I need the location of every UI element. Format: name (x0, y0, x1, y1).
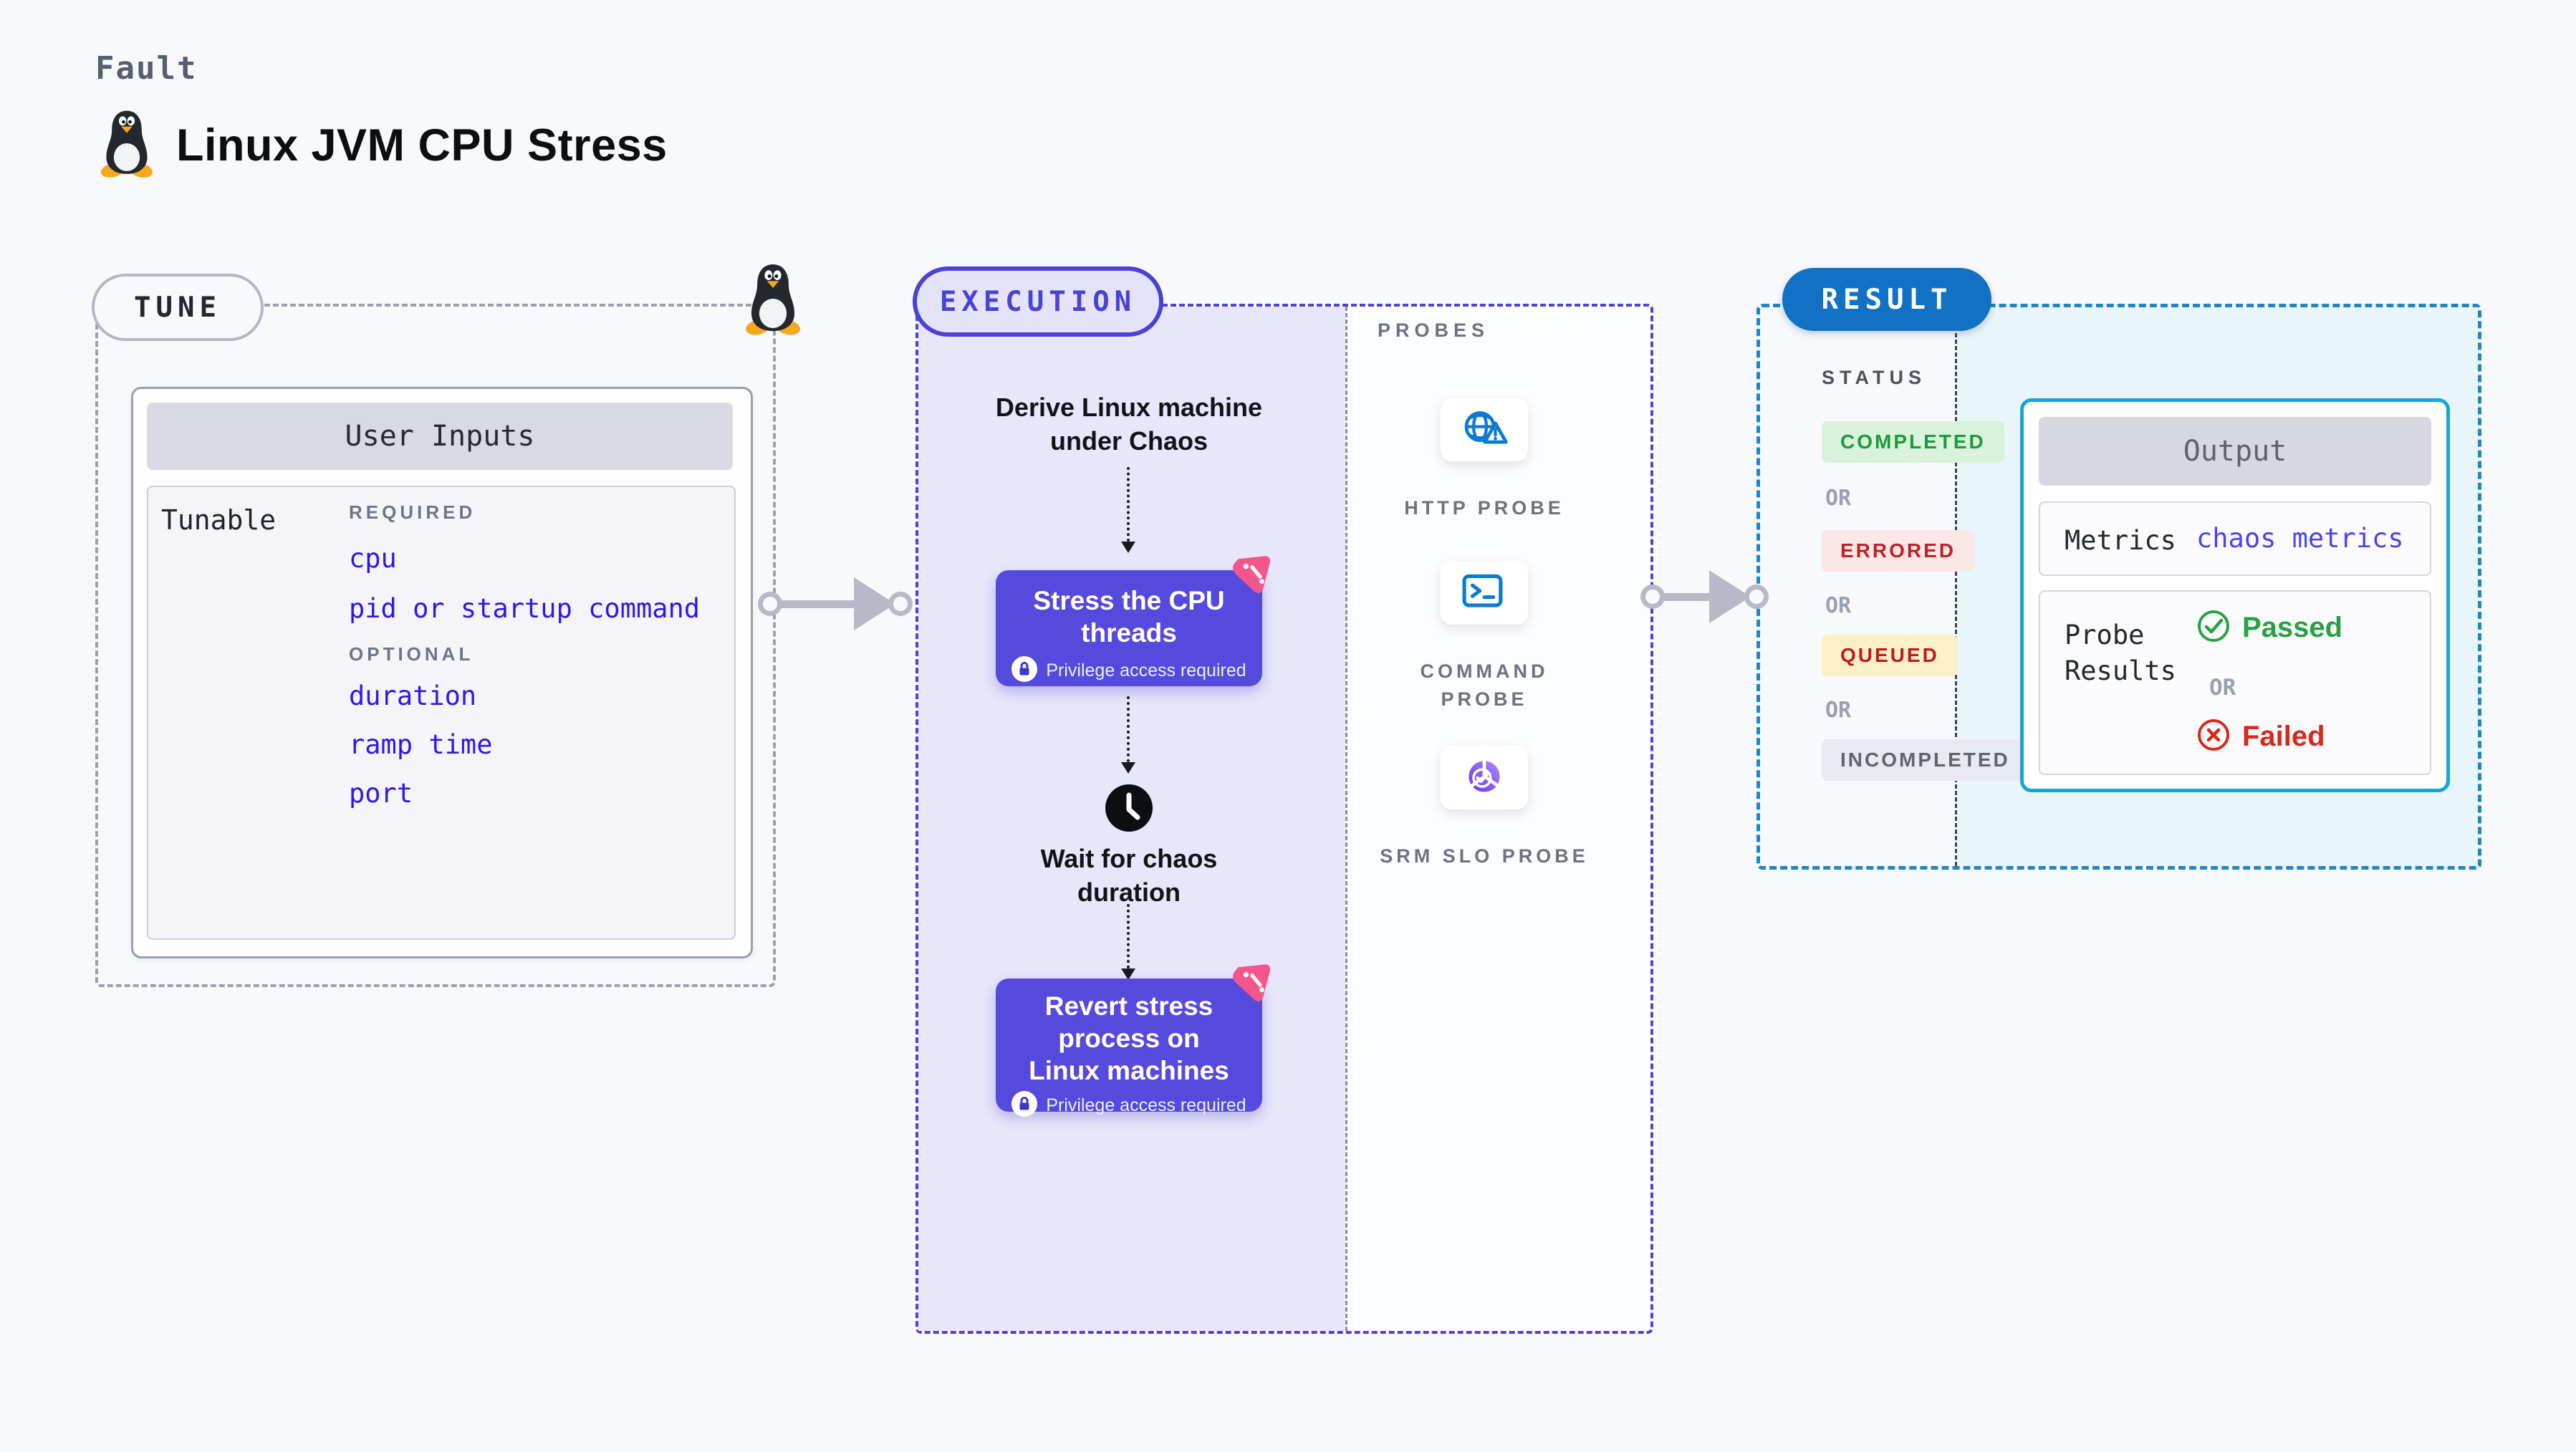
optional-label: OPTIONAL (349, 643, 474, 665)
probe-results-row (2039, 590, 2431, 775)
probe-results-label: Probe Results (2065, 620, 2176, 686)
revert-stress-node[interactable]: Revert stress process on Linux machines … (996, 964, 1271, 1117)
metrics-row (2039, 501, 2431, 576)
command-probe-card[interactable] (1441, 562, 1528, 625)
flow-arrowhead-icon (1121, 762, 1135, 774)
lock-icon (1011, 656, 1038, 686)
terminal-icon (1461, 572, 1508, 615)
check-circle-icon (2196, 609, 2231, 647)
passed-label: Passed (2242, 612, 2343, 643)
tune-section-box (95, 304, 776, 987)
http-probe-card[interactable] (1441, 398, 1528, 461)
slo-donut-check-icon (1461, 753, 1508, 804)
status-badge-completed: COMPLETED (1822, 421, 2004, 463)
tunable-link-cpu[interactable]: cpu (349, 543, 397, 574)
or-separator: OR (1825, 486, 1852, 511)
srm-slo-probe-card[interactable] (1441, 746, 1528, 809)
metrics-label: Metrics (2065, 525, 2176, 556)
probes-label: PROBES (1378, 319, 1490, 341)
page-title: Linux JVM CPU Stress (176, 120, 668, 170)
tux-penguin-icon (99, 109, 155, 181)
result-divider-line (1955, 307, 1957, 866)
fault-label: Fault (95, 50, 198, 87)
tunable-row-label: Tunable (161, 504, 277, 536)
result-badge: RESULT (1782, 268, 1991, 331)
flow-connector (1127, 904, 1130, 968)
globe-warning-icon (1458, 406, 1511, 454)
output-header: Output (2039, 417, 2431, 486)
status-label: STATUS (1822, 367, 1926, 388)
tux-penguin-icon-small (744, 262, 802, 339)
stress-cpu-title: Stress the CPU threads (1033, 586, 1225, 648)
chaos-hub-icon (1229, 552, 1277, 599)
privilege-note: Privilege access required (1046, 660, 1246, 681)
user-inputs-header: User Inputs (147, 403, 733, 470)
step-wait-duration: Wait for chaos duration (1040, 844, 1218, 907)
flow-connector (1127, 467, 1130, 542)
execution-section-box (915, 304, 1653, 1334)
chaos-hub-icon (1229, 960, 1277, 1007)
required-label: REQUIRED (349, 501, 476, 523)
execution-badge: EXECUTION (913, 266, 1163, 337)
privilege-note: Privilege access required (1046, 1095, 1246, 1116)
flow-arrowhead-icon (1121, 542, 1135, 553)
tunable-link-duration[interactable]: duration (349, 681, 477, 711)
flow-connector (1127, 696, 1130, 762)
clock-icon (1105, 784, 1153, 836)
probes-divider-line (1345, 307, 1347, 1331)
command-probe-label: COMMAND PROBE (1420, 660, 1549, 711)
http-probe-label: HTTP PROBE (1404, 497, 1565, 519)
failed-row: Failed (2196, 718, 2325, 756)
step-derive-machine: Derive Linux machine under Chaos (995, 393, 1263, 456)
user-inputs-body (147, 486, 736, 940)
status-badge-incompleted: INCOMPLETED (1822, 739, 2029, 781)
srm-slo-probe-label: SRM SLO PROBE (1380, 845, 1589, 867)
status-badge-errored: ERRORED (1822, 530, 1975, 572)
tunable-link-port[interactable]: port (349, 778, 413, 809)
tunable-link-pid-or-startup-command[interactable]: pid or startup command (349, 593, 701, 624)
chaos-metrics-link[interactable]: chaos metrics (2196, 523, 2404, 554)
stress-cpu-node[interactable]: Stress the CPU threads Privilege access … (996, 556, 1271, 686)
passed-row: Passed (2196, 609, 2342, 647)
lock-icon (1011, 1091, 1038, 1120)
tune-badge: TUNE (92, 274, 264, 341)
or-separator: OR (2209, 675, 2236, 701)
flow-arrowhead-icon (1121, 968, 1135, 980)
title-row: Linux JVM CPU Stress (99, 109, 668, 181)
status-badge-queued: QUEUED (1822, 635, 1958, 676)
tunable-link-ramp-time[interactable]: ramp time (349, 729, 493, 760)
or-separator: OR (1825, 593, 1852, 618)
x-circle-icon (2196, 718, 2231, 756)
failed-label: Failed (2242, 721, 2325, 752)
revert-stress-title: Revert stress process on Linux machines (1029, 991, 1229, 1086)
or-separator: OR (1825, 698, 1852, 723)
